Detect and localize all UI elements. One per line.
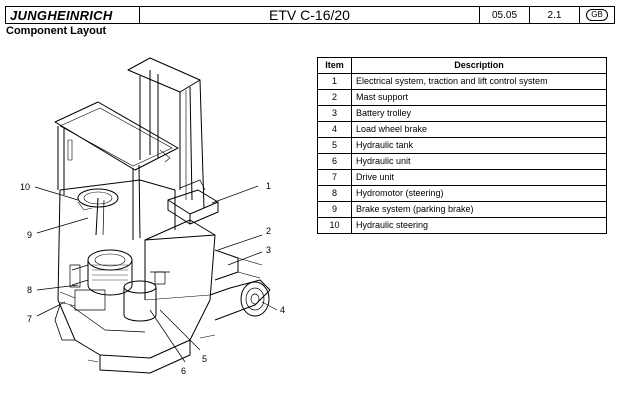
language-badge: GB — [586, 9, 608, 21]
table-row: 10 Hydraulic steering — [317, 217, 607, 234]
document-date: 05.05 — [480, 7, 530, 23]
forklift-diagram: 1 2 3 4 5 6 7 8 9 10 — [0, 40, 310, 405]
callout-leaders — [34, 185, 278, 363]
callout-2: 2 — [266, 226, 271, 236]
table-row: 1 Electrical system, traction and lift c… — [317, 73, 607, 90]
callout-8: 8 — [27, 285, 32, 295]
column-header-description: Description — [351, 57, 607, 74]
table-row: 6 Hydraulic unit — [317, 153, 607, 170]
item-description: Brake system (parking brake) — [351, 201, 607, 218]
item-description: Hydraulic tank — [351, 137, 607, 154]
column-header-item: Item — [317, 57, 352, 74]
item-number: 1 — [317, 73, 352, 90]
callout-10: 10 — [20, 182, 30, 192]
callout-5: 5 — [202, 354, 207, 364]
item-number: 7 — [317, 169, 352, 186]
item-number: 4 — [317, 121, 352, 138]
table-row: 9 Brake system (parking brake) — [317, 201, 607, 218]
forklift-drawing: 1 2 3 4 5 6 7 8 9 10 — [20, 57, 285, 376]
callout-6: 6 — [181, 366, 186, 376]
callout-7: 7 — [27, 314, 32, 324]
table-row: 8 Hydromotor (steering) — [317, 185, 607, 202]
item-number: 6 — [317, 153, 352, 170]
language-cell: GB — [580, 7, 614, 23]
item-number: 3 — [317, 105, 352, 122]
truck-body — [54, 179, 216, 374]
brand-logo: JUNGHEINRICH — [6, 7, 140, 23]
callout-3: 3 — [266, 245, 271, 255]
steering-column — [77, 188, 119, 236]
document-header: JUNGHEINRICH ETV C-16/20 05.05 2.1 GB — [5, 6, 615, 24]
item-description: Mast support — [351, 89, 607, 106]
model-title: ETV C-16/20 — [140, 7, 480, 23]
table-row: 7 Drive unit — [317, 169, 607, 186]
item-number: 9 — [317, 201, 352, 218]
callout-9: 9 — [27, 230, 32, 240]
table-row: 4 Load wheel brake — [317, 121, 607, 138]
outrigger — [209, 249, 271, 321]
component-table: Item Description 1 Electrical system, tr… — [317, 57, 607, 234]
table-header-row: Item Description — [317, 57, 607, 74]
item-number: 8 — [317, 185, 352, 202]
callout-1: 1 — [266, 181, 271, 191]
item-description: Battery trolley — [351, 105, 607, 122]
table-row: 2 Mast support — [317, 89, 607, 106]
page-number: 2.1 — [530, 7, 580, 23]
item-number: 5 — [317, 137, 352, 154]
item-description: Hydraulic steering — [351, 217, 607, 234]
item-description: Electrical system, traction and lift con… — [351, 73, 607, 90]
logo-text: JUNGHEINRICH — [10, 7, 113, 23]
load-wheel — [240, 281, 270, 317]
item-description: Hydromotor (steering) — [351, 185, 607, 202]
hydraulic-tank — [59, 271, 170, 322]
table-row: 3 Battery trolley — [317, 105, 607, 122]
item-number: 10 — [317, 217, 352, 234]
item-number: 2 — [317, 89, 352, 106]
drive-unit — [69, 249, 133, 296]
mast — [127, 57, 205, 209]
callout-4: 4 — [280, 305, 285, 315]
electrical-box — [167, 179, 219, 225]
item-description: Drive unit — [351, 169, 607, 186]
table-row: 5 Hydraulic tank — [317, 137, 607, 154]
item-description: Hydraulic unit — [351, 153, 607, 170]
overhead-guard — [54, 101, 179, 240]
section-title: Component Layout — [6, 25, 107, 37]
item-description: Load wheel brake — [351, 121, 607, 138]
